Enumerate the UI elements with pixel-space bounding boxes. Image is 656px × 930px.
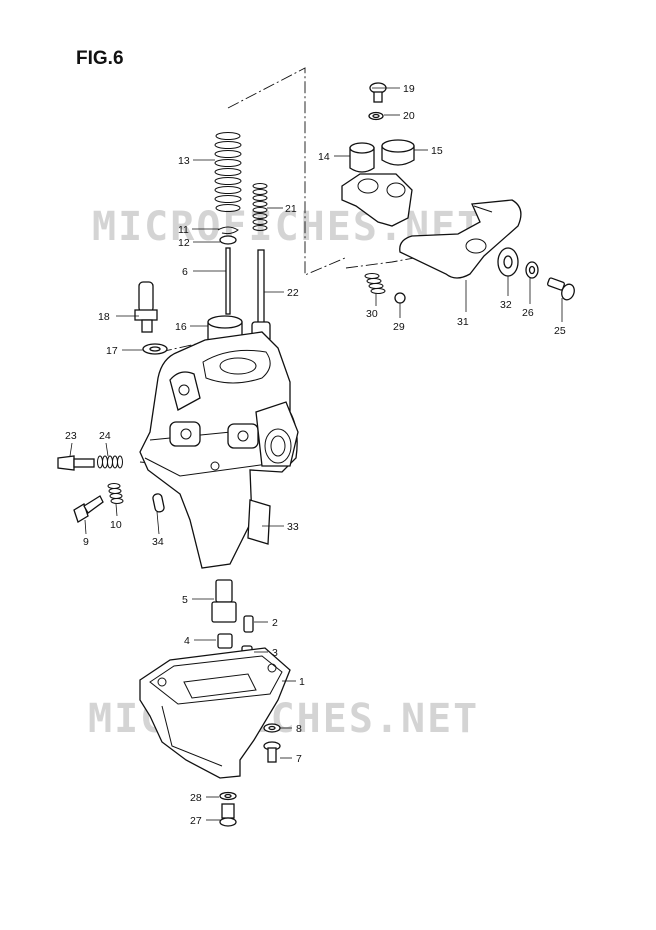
callout-22: 22	[287, 287, 299, 299]
callout-21: 21	[285, 203, 297, 215]
part-28-washer	[219, 791, 237, 801]
part-11-clip	[217, 226, 239, 235]
part-12-retainer	[219, 235, 237, 245]
callout-6: 6	[182, 266, 188, 278]
callout-13: 13	[178, 155, 190, 167]
callout-29: 29	[393, 321, 405, 333]
part-21-spring	[252, 183, 268, 231]
callout-2: 2	[272, 617, 278, 629]
part-26-washer	[525, 261, 539, 279]
starter-cover	[341, 173, 413, 227]
part-14-cap	[349, 142, 375, 173]
callout-20: 20	[403, 110, 415, 122]
callout-3: 3	[272, 647, 278, 659]
part-24-spring	[97, 455, 123, 469]
callout-11: 11	[178, 224, 189, 236]
callout-34: 34	[152, 536, 164, 548]
part-13-spring	[214, 132, 242, 212]
callout-9: 9	[83, 536, 89, 548]
part-10-spring	[107, 483, 124, 504]
part-32-washer	[497, 247, 519, 277]
callout-19: 19	[403, 83, 415, 95]
part-22-starter-plunger	[251, 249, 271, 343]
part-1-float-chamber	[139, 647, 291, 779]
part-19-screw	[369, 82, 387, 103]
part-27-drain-plug	[219, 803, 237, 827]
callout-27: 27	[190, 815, 202, 827]
callout-7: 7	[296, 753, 302, 765]
callout-30: 30	[366, 308, 378, 320]
callout-17: 17	[106, 345, 118, 357]
leader-lines	[69, 87, 563, 821]
part-15-cap	[381, 139, 415, 166]
part-33-carburetor-body	[139, 331, 299, 569]
callout-10: 10	[110, 519, 122, 531]
part-6-jet-needle	[225, 247, 231, 315]
part-30-spring	[364, 273, 386, 294]
part-23-screw	[57, 455, 95, 471]
callout-5: 5	[182, 594, 188, 606]
part-5-jet-holder	[211, 579, 237, 623]
callout-14: 14	[318, 151, 330, 163]
part-18-fitting	[134, 281, 158, 333]
callout-31: 31	[457, 316, 469, 328]
part-34-pin	[152, 493, 165, 513]
callout-18: 18	[98, 311, 110, 323]
callout-33: 33	[287, 521, 299, 533]
part-8-washer	[263, 723, 281, 733]
part-9-pilot-screw	[73, 495, 104, 523]
callout-28: 28	[190, 792, 202, 804]
part-callouts: 19 20 14 15 13 21 11 12 6 22 18 16 17 30…	[65, 83, 566, 827]
callout-32: 32	[500, 299, 512, 311]
part-7-screw	[263, 741, 281, 763]
callout-12: 12	[178, 237, 190, 249]
part-4-jet	[217, 633, 233, 649]
callout-25: 25	[554, 325, 566, 337]
part-25-screw	[547, 277, 575, 301]
part-17-washer	[142, 343, 168, 355]
callout-1: 1	[299, 676, 305, 688]
part-31-bracket	[399, 199, 522, 279]
callout-4: 4	[184, 635, 190, 647]
part-20-washer	[368, 111, 384, 121]
callout-23: 23	[65, 430, 77, 442]
figure-title: FIG.6	[76, 48, 124, 69]
callout-8: 8	[296, 723, 302, 735]
part-2-jet	[243, 615, 254, 633]
callout-16: 16	[175, 321, 187, 333]
callout-24: 24	[99, 430, 111, 442]
callout-26: 26	[522, 307, 534, 319]
callout-15: 15	[431, 145, 443, 157]
part-29-ball	[394, 292, 406, 304]
